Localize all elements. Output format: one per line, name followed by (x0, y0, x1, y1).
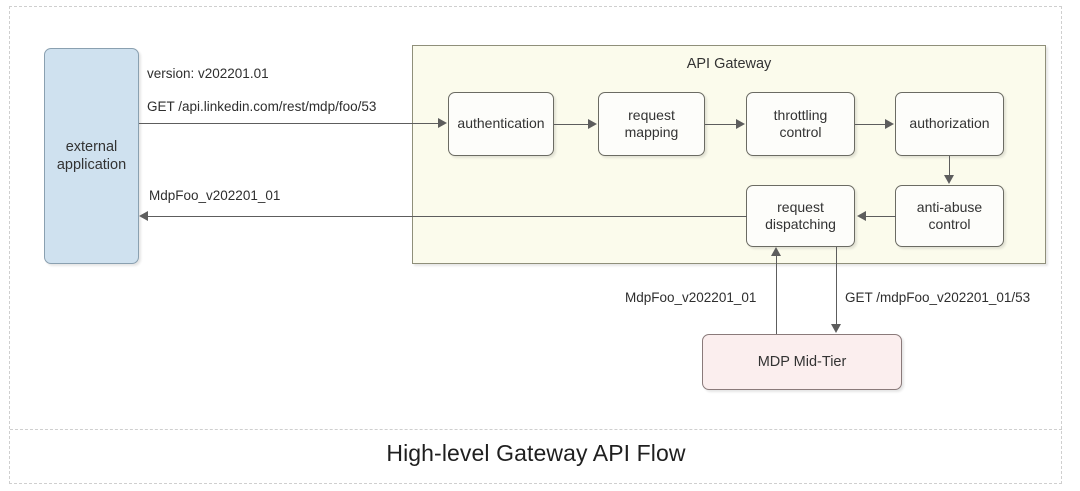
edge-authorization-to-anti-abuse-control-arrowhead (944, 175, 954, 184)
label-midtier-request: GET /mdpFoo_v202201_01/53 (845, 290, 1031, 305)
request-dispatching-label-line1: request (777, 198, 824, 215)
edge-external-to-authentication (139, 123, 439, 124)
edge-request-dispatching-to-mdp-mid-tier-arrowhead (831, 324, 841, 333)
edge-authentication-to-request-mapping (554, 124, 589, 125)
throttling-control-label: throttling control (774, 107, 828, 142)
label-version: version: v202201.01 (147, 66, 269, 81)
request-mapping-label: request mapping (625, 107, 679, 142)
edge-authorization-to-anti-abuse-control (949, 156, 950, 176)
throttling-control-label-line2: control (779, 124, 822, 140)
node-anti-abuse-control[interactable]: anti-abuse control (895, 185, 1004, 247)
diagram-caption: High-level Gateway API Flow (386, 440, 686, 466)
label-midtier-response: MdpFoo_v202201_01 (625, 290, 757, 305)
edge-mdp-mid-tier-to-request-dispatching-arrowhead (771, 247, 781, 256)
edge-request-mapping-to-throttling-control (705, 124, 737, 125)
edge-anti-abuse-control-to-request-dispatching-arrowhead (857, 211, 866, 221)
edge-authentication-to-request-mapping-arrowhead (588, 119, 597, 129)
outer-dashed-frame (9, 6, 1062, 484)
request-dispatching-label: request dispatching (765, 199, 836, 234)
api-gateway-title: API Gateway (686, 56, 772, 72)
node-request-dispatching[interactable]: request dispatching (746, 185, 855, 247)
edge-throttling-control-to-authorization (855, 124, 886, 125)
edge-external-to-authentication-arrowhead (438, 118, 447, 128)
node-authentication[interactable]: authentication (448, 92, 554, 156)
node-throttling-control[interactable]: throttling control (746, 92, 855, 156)
external-application-label: external application (57, 138, 126, 174)
external-application-label-line2: application (56, 157, 127, 173)
label-outbound-response: MdpFoo_v202201_01 (149, 188, 281, 203)
edge-anti-abuse-control-to-request-dispatching (866, 216, 896, 217)
node-authorization[interactable]: authorization (895, 92, 1004, 156)
edge-mdp-mid-tier-to-request-dispatching (776, 255, 777, 334)
request-mapping-label-line1: request (628, 106, 675, 123)
edge-request-dispatching-to-external-application (147, 216, 747, 217)
external-application-label-line1: external (65, 138, 118, 155)
anti-abuse-control-label: anti-abuse control (917, 199, 982, 234)
request-dispatching-label-line2: dispatching (765, 216, 836, 232)
edge-request-dispatching-to-mdp-mid-tier (836, 247, 837, 325)
throttling-control-label-line1: throttling (773, 106, 828, 123)
node-mdp-mid-tier[interactable]: MDP Mid-Tier (702, 334, 902, 390)
anti-abuse-control-label-line2: control (928, 216, 971, 232)
label-inbound-request: GET /api.linkedin.com/rest/mdp/foo/53 (147, 99, 377, 114)
authorization-label: authorization (909, 115, 990, 132)
edge-throttling-control-to-authorization-arrowhead (885, 119, 894, 129)
edge-request-dispatching-to-external-application-arrowhead (139, 211, 148, 221)
node-external-application[interactable]: external application (44, 48, 139, 264)
mdp-mid-tier-label: MDP Mid-Tier (757, 353, 847, 370)
request-mapping-label-line2: mapping (624, 124, 679, 140)
edge-request-mapping-to-throttling-control-arrowhead (736, 119, 745, 129)
authentication-label: authentication (457, 115, 545, 132)
anti-abuse-control-label-line1: anti-abuse (916, 198, 983, 215)
node-request-mapping[interactable]: request mapping (598, 92, 705, 156)
caption-divider (10, 429, 1062, 430)
